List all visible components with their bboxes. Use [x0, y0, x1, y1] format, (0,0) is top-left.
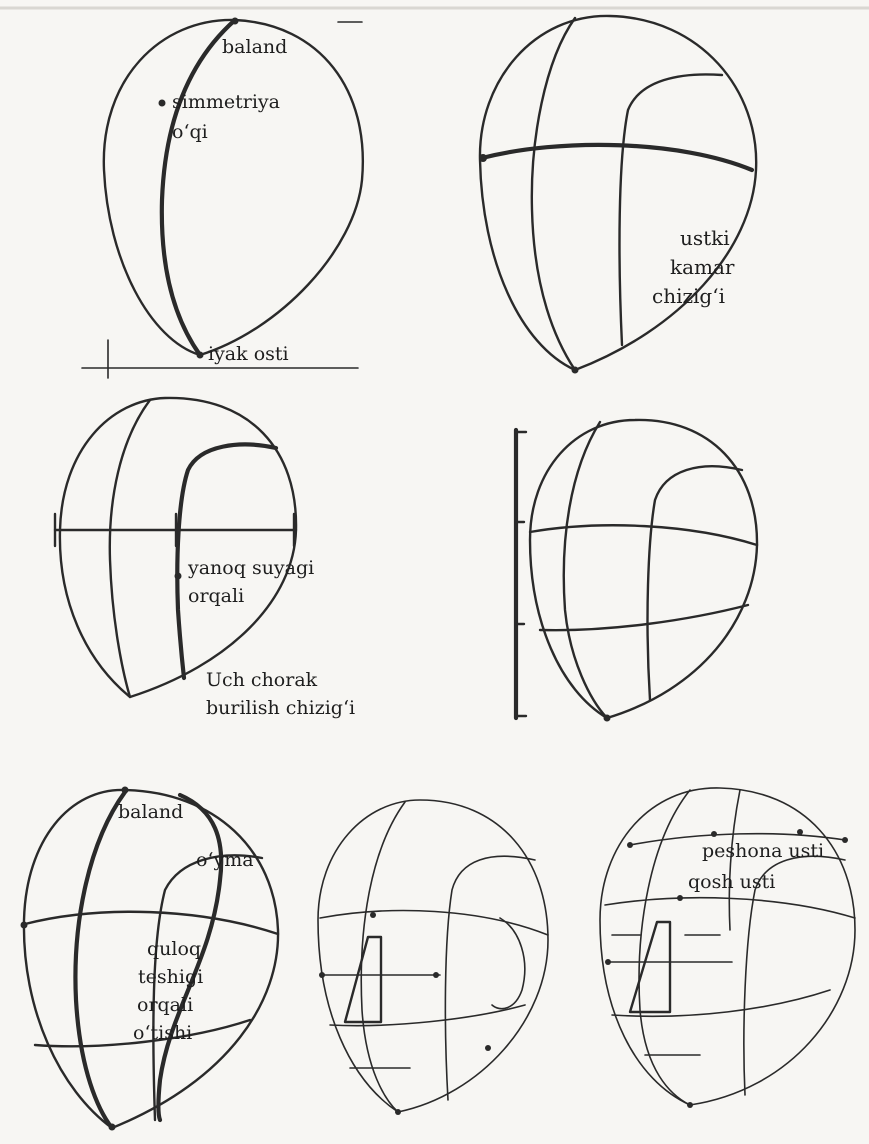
- fig2-chin-point: [572, 367, 579, 374]
- fig5-ear-label-1: quloq: [147, 938, 201, 960]
- fig6-chin-point: [395, 1109, 401, 1115]
- fig7-forehead-point-2: [711, 831, 717, 837]
- figure-1-head-front: baland simmetriya o‘qi iyak osti: [82, 18, 363, 379]
- fig5-center-line: [75, 792, 125, 1128]
- fig1-axis-label-1: simmetriya: [172, 91, 280, 113]
- figure-2-head-brow-ridge: ustki kamar chizig‘i: [479, 16, 756, 374]
- fig2-head-outline: [480, 16, 756, 370]
- fig1-head-outline: [104, 20, 363, 355]
- fig7-forehead-point-3: [797, 829, 803, 835]
- fig3-turn-label-1: Uch chorak: [206, 669, 318, 691]
- fig1-top-point: [232, 18, 239, 25]
- fig2-brow-label-1: ustki: [680, 226, 730, 250]
- fig2-brow-label-2: kamar: [670, 255, 735, 279]
- fig6-ear-shape: [492, 918, 525, 1009]
- fig3-center-line: [110, 400, 150, 697]
- fig4-center-line: [564, 422, 607, 718]
- fig7-head-outline: [600, 788, 855, 1105]
- fig2-brow-label-3: chizig‘i: [652, 284, 725, 308]
- fig7-forehead-point-4: [842, 837, 848, 843]
- fig5-ear-label-3: orqali: [137, 994, 193, 1016]
- fig7-brow-label: qosh usti: [688, 871, 775, 893]
- fig1-top-label: baland: [222, 36, 287, 58]
- figure-7-head-forehead: peshona usti qosh usti: [600, 788, 855, 1108]
- fig7-chin-point: [687, 1102, 693, 1108]
- fig3-cheek-label-2: orqali: [188, 585, 244, 607]
- fig1-chin-label: iyak osti: [208, 343, 289, 365]
- fig5-top-point: [122, 787, 129, 794]
- fig5-ear-label-4: o‘tishi: [133, 1022, 192, 1044]
- fig7-forehead-point-1: [627, 842, 633, 848]
- fig7-forehead-label: peshona usti: [702, 840, 824, 862]
- fig5-brow-point: [21, 922, 28, 929]
- fig6-head-outline: [318, 800, 548, 1112]
- fig3-cheek-label-1: yanoq suyagi: [187, 557, 314, 579]
- fig3-cheek-point: [175, 573, 182, 580]
- figure-6-head-nose-plane: [318, 800, 548, 1115]
- figure-5-head-ear-line: baland o‘yma quloq teshigi orqali o‘tish…: [21, 787, 279, 1131]
- fig7-ear-point: [605, 959, 611, 965]
- fig2-brow-point: [479, 154, 487, 162]
- fig1-axis-point: [159, 100, 166, 107]
- figure-3-head-three-quarter: yanoq suyagi orqali Uch chorak burilish …: [55, 398, 355, 719]
- fig4-chin-point: [604, 715, 611, 722]
- fig7-brow-point: [677, 895, 683, 901]
- fig6-jaw-point: [485, 1045, 491, 1051]
- fig2-brow-ridge-line: [482, 145, 752, 170]
- figure-4-head-proportions: [516, 420, 757, 722]
- fig1-axis-label-2: o‘qi: [172, 121, 208, 143]
- fig6-nose-plane: [345, 937, 381, 1022]
- fig5-ear-label-2: teshigi: [138, 966, 203, 988]
- fig3-turn-label-2: burilish chizig‘i: [206, 697, 355, 719]
- fig6-brow-point: [370, 912, 376, 918]
- fig5-brow-line: [25, 912, 278, 934]
- fig6-center-line: [361, 802, 405, 1112]
- fig5-chin-point: [109, 1124, 116, 1131]
- fig1-symmetry-axis: [162, 20, 235, 355]
- fig6-left-point: [319, 972, 325, 978]
- fig6-mid-point: [433, 972, 439, 978]
- fig5-mid-label: o‘yma: [196, 849, 254, 871]
- fig1-chin-point: [197, 352, 204, 359]
- fig4-side-line: [648, 466, 742, 700]
- fig2-center-line: [532, 18, 575, 370]
- fig5-top-label: baland: [118, 801, 183, 823]
- fig4-nose-line: [540, 605, 748, 630]
